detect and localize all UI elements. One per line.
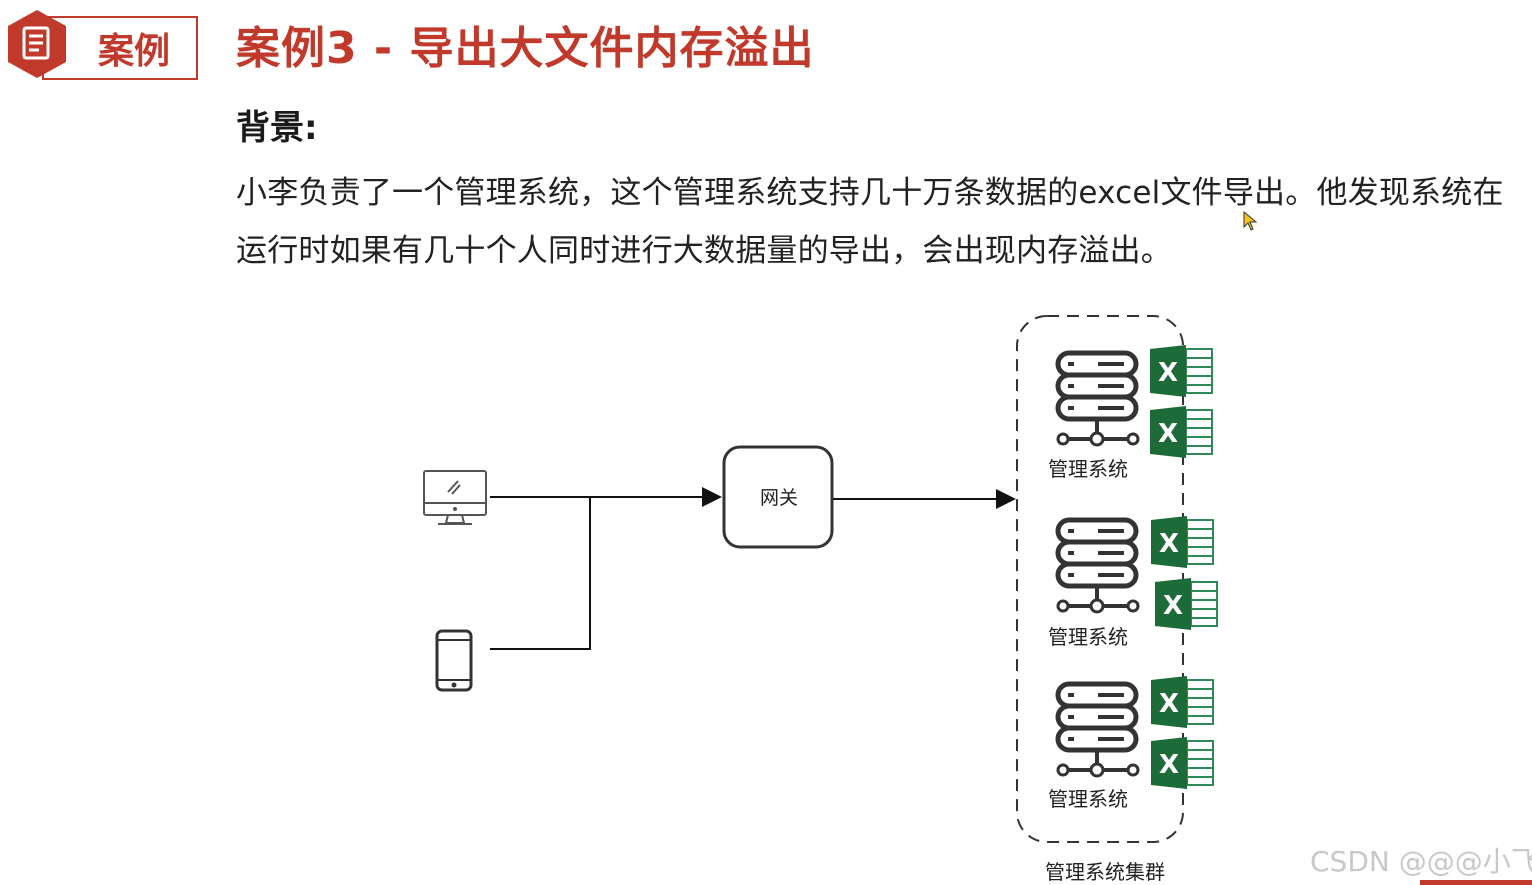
server-node-1: 管理系统 [1048,353,1138,481]
excel-icon [1150,515,1214,569]
mobile-phone-icon [435,629,473,692]
server-label: 管理系统 [1048,625,1128,649]
server-node-2: 管理系统 [1048,520,1138,649]
connector-lines [490,487,1016,650]
case-badge-frame [42,16,198,80]
excel-icon [1154,577,1218,631]
case-badge-label: 案例 [98,31,171,72]
server-node-3: 管理系统 [1048,684,1138,811]
excel-icon [1149,344,1213,398]
section-heading: 背景: [236,108,318,148]
server-label: 管理系统 [1048,787,1128,811]
cluster-label: 管理系统集群 [1045,860,1165,884]
watermark: CSDN @@@小飞 [1310,845,1532,878]
gateway-label: 网关 [760,487,798,509]
case-badge: 案例 [6,8,198,80]
page-title: 案例3 - 导出大文件内存溢出 [236,23,815,74]
gateway-node: 网关 [722,445,834,549]
excel-icon [1149,405,1213,459]
excel-icon [1150,736,1214,790]
accent-bar [1420,880,1532,885]
mouse-cursor-icon [1243,211,1258,231]
server-icon [1058,353,1138,445]
server-icon [1058,684,1138,776]
server-icon [1058,520,1138,612]
excel-icon [1150,675,1214,729]
desktop-monitor-icon [423,470,487,525]
background-paragraph: 小李负责了一个管理系统，这个管理系统支持几十万条数据的excel文件导出。他发现… [236,175,1504,269]
document-icon [8,10,66,78]
server-label: 管理系统 [1048,457,1128,481]
